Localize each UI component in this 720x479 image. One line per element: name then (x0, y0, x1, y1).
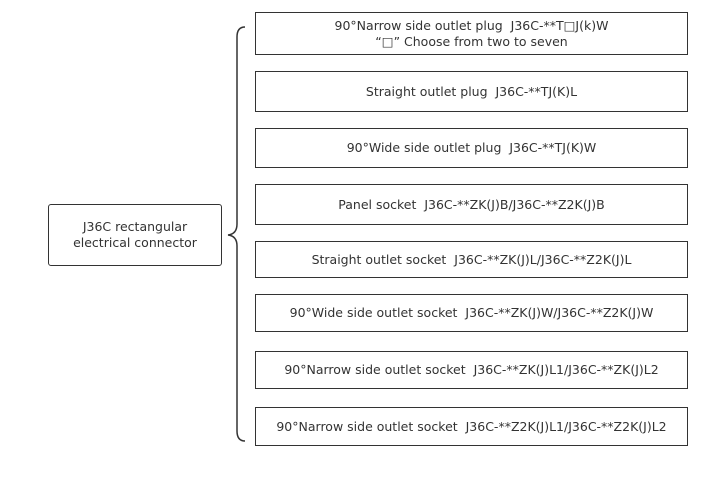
node-label: Straight outlet socket J36C-**ZK(J)L/J36… (311, 251, 632, 267)
node-label-line-2: “□” Choose from two to seven (375, 33, 568, 49)
node-narrow-side-outlet-socket-zk: 90°Narrow side outlet socket J36C-**ZK(J… (255, 351, 688, 389)
node-straight-outlet-plug: Straight outlet plug J36C-**TJ(K)L (255, 71, 688, 112)
node-label-line-1: 90°Narrow side outlet plug J36C-**T□J(k)… (334, 17, 609, 33)
brace-path (227, 26, 246, 442)
node-narrow-side-outlet-plug: 90°Narrow side outlet plug J36C-**T□J(k)… (255, 12, 688, 55)
node-straight-outlet-socket: Straight outlet socket J36C-**ZK(J)L/J36… (255, 241, 688, 278)
node-label: 90°Wide side outlet plug J36C-**TJ(K)W (346, 140, 597, 155)
node-panel-socket: Panel socket J36C-**ZK(J)B/J36C-**Z2K(J)… (255, 184, 688, 225)
node-label: Panel socket J36C-**ZK(J)B/J36C-**Z2K(J)… (338, 196, 605, 212)
root-label-line-2: electrical connector (73, 235, 197, 250)
node-label: 90°Wide side outlet socket J36C-**ZK(J)W… (289, 305, 654, 320)
node-wide-side-outlet-plug: 90°Wide side outlet plug J36C-**TJ(K)W (255, 128, 688, 168)
node-label: Straight outlet plug J36C-**TJ(K)L (365, 83, 578, 99)
root-node: J36C rectangular electrical connector (48, 204, 222, 266)
node-label: 90°Narrow side outlet socket J36C-**ZK(J… (284, 362, 659, 377)
node-wide-side-outlet-socket: 90°Wide side outlet socket J36C-**ZK(J)W… (255, 294, 688, 332)
node-label: 90°Narrow side outlet socket J36C-**Z2K(… (276, 418, 667, 434)
root-label-line-1: J36C rectangular (82, 219, 188, 234)
node-narrow-side-outlet-socket-z2k: 90°Narrow side outlet socket J36C-**Z2K(… (255, 407, 688, 446)
